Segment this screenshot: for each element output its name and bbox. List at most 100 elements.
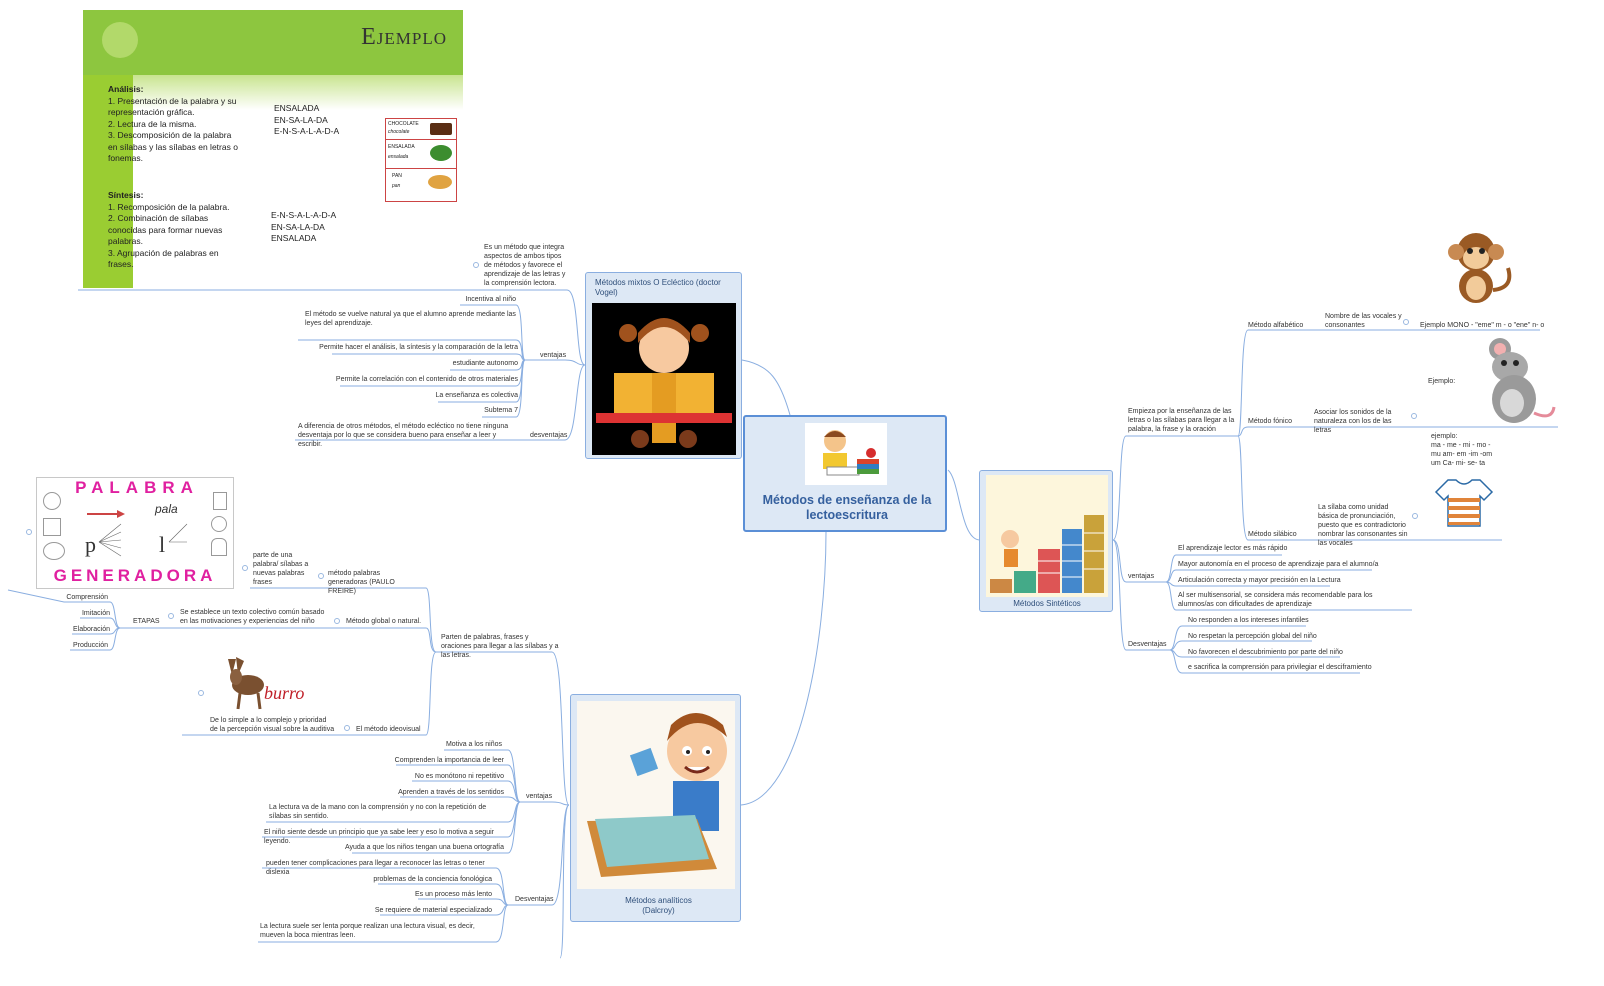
collapse-dot[interactable] — [198, 690, 204, 696]
global-label: Método global o natural. — [346, 618, 422, 625]
etapas-label: ETAPAS — [133, 618, 160, 625]
recomposition-line: EN-SA-LA-DA — [271, 221, 325, 232]
analiticos-ventaja: El niño siente desde un principio que ya… — [264, 829, 494, 845]
sinteticos-ventaja: El aprendizaje lector es más rápido — [1178, 545, 1288, 552]
mixtos-desventajas-text: A diferencia de otros métodos, el método… — [298, 423, 509, 448]
sinteticos-ventaja: Articulación correcta y mayor precisión … — [1178, 577, 1341, 584]
mixtos-title: Métodos mixtos O Ecléctico (doctor Vogel… — [595, 278, 721, 297]
example-title: Ejemplo — [361, 24, 447, 50]
chocolate-icon — [430, 123, 452, 135]
collapse-dot[interactable] — [168, 613, 174, 619]
bell-icon — [211, 538, 227, 556]
bread-icon — [428, 175, 452, 189]
svg-text:p: p — [85, 532, 96, 557]
silabico-example-line: ma - me - mi - mo - — [1431, 442, 1491, 449]
analiticos-ventaja: Motiva a los niños — [445, 741, 502, 748]
collapse-dot[interactable] — [344, 725, 350, 731]
analysis-heading: Análisis: — [108, 84, 144, 94]
mixtos-desventajas-label: desventajas — [530, 432, 568, 439]
ideovisual-detail: De lo simple a lo complejo y prioridad d… — [210, 717, 335, 733]
collapse-dot[interactable] — [318, 573, 324, 579]
collapse-dot[interactable] — [26, 529, 32, 535]
etapa-item: Elaboración — [73, 626, 110, 633]
sinteticos-desventaja: No responden a los intereses infantiles — [1188, 617, 1309, 624]
etapa-item: Comprensión — [66, 594, 108, 601]
sinteticos-desventaja: e sacrifica la comprensión para privileg… — [1188, 664, 1372, 671]
central-title: Métodos de enseñanza de la lectoescritur… — [762, 493, 932, 522]
mixtos-description: Es un método que integra aspectos de amb… — [484, 244, 566, 287]
card-word: ensalada — [388, 154, 409, 160]
analiticos-description: Parten de palabras, frases y oraciones p… — [441, 634, 559, 659]
example-header-band — [83, 10, 463, 75]
alfabetico-detail: Nombre de las vocales y consonantes — [1325, 313, 1402, 329]
collapse-dot[interactable] — [334, 618, 340, 624]
stacked-books-image — [986, 475, 1108, 597]
card-word: chocolate — [388, 129, 410, 135]
fonico-detail: Asociar los sonidos de la naturaleza con… — [1314, 409, 1392, 434]
synthesis-item: 3. Agrupación de palabras en frases. — [108, 247, 219, 270]
analiticos-ventajas-label: ventajas — [526, 793, 553, 800]
analiticos-desventaja: Se requiere de material especializado — [374, 907, 492, 914]
decomposition-line: ENSALADA — [274, 103, 320, 113]
collapse-dot[interactable] — [242, 565, 248, 571]
collapse-dot[interactable] — [1411, 413, 1417, 419]
analiticos-ventaja: La lectura va de la mano con la comprens… — [269, 804, 487, 820]
mixtos-ventaja: El método se vuelve natural ya que el al… — [305, 311, 516, 327]
synthesis-heading: Síntesis: — [108, 190, 144, 200]
analysis-block: Análisis: 1. Presentación de la palabra … — [108, 84, 238, 165]
scissors-icon — [43, 518, 61, 536]
etapa-item: Producción — [72, 642, 108, 649]
palette-icon — [43, 542, 65, 560]
silabico-example: ejemplo: ma - me - mi - mo - mu am- em -… — [1431, 432, 1506, 468]
analiticos-desventaja: Es un proceso más lento — [414, 891, 492, 898]
sinteticos-ventajas-label: ventajas — [1128, 573, 1155, 580]
synthesis-item: 1. Recomposición de la palabra. — [108, 201, 230, 212]
alfabetico-example: Ejemplo MONO - "eme" m - o "ene" n- o — [1420, 322, 1545, 329]
sinteticos-ventaja: Mayor autonomía en el proceso de aprendi… — [1178, 561, 1379, 568]
analysis-item: 3. Descomposición de la palabra en sílab… — [108, 130, 238, 163]
silabico-example-line: ejemplo: — [1431, 433, 1458, 440]
silabico-label: Método silábico — [1248, 531, 1297, 538]
apple-icon — [211, 516, 227, 532]
mixtos-ventaja: Permite hacer el análisis, la síntesis y… — [319, 344, 518, 351]
image-word-mid: pala — [155, 502, 178, 516]
student-reading-image — [805, 423, 887, 485]
collapse-dot[interactable] — [1403, 319, 1409, 325]
mouse-image — [1476, 335, 1558, 427]
donkey-image: burro — [218, 655, 322, 713]
collapse-dot[interactable] — [473, 262, 479, 268]
fonico-label: Método fónico — [1248, 418, 1292, 425]
mixtos-node[interactable]: Métodos mixtos O Ecléctico (doctor Vogel… — [585, 272, 742, 459]
word-cards-image: CHOCOLATE chocolate ENSALADA ensalada PA… — [385, 118, 457, 202]
sinteticos-node[interactable]: Métodos Sintéticos — [979, 470, 1113, 612]
collapse-dot[interactable] — [1412, 513, 1418, 519]
generadoras-detail: parte de una palabra/ sílabas a nuevas p… — [253, 552, 309, 586]
synthesis-item: 2. Combinación de sílabas conocidas para… — [108, 213, 223, 246]
ideovisual-label: El método ideovisual — [356, 726, 421, 733]
central-topic[interactable]: Métodos de enseñanza de la lectoescritur… — [743, 415, 947, 532]
silabico-example-line: mu am- em -im -om — [1431, 451, 1493, 458]
card-word: pan — [392, 183, 401, 189]
decomposition-line: EN-SA-LA-DA — [274, 114, 328, 125]
mixtos-ventaja: estudiante autonomo — [452, 360, 518, 367]
analysis-item: 1. Presentación de la palabra y su repre… — [108, 95, 237, 118]
sinteticos-ventaja: Al ser multisensorial, se considera más … — [1178, 592, 1373, 608]
hand-icon — [43, 492, 61, 510]
mixtos-ventajas-label: ventajas — [540, 352, 567, 359]
analiticos-desventajas-label: Desventajas — [515, 896, 554, 903]
image-word-bottom: GENERADORA — [53, 566, 217, 585]
decomposition-line: E-N-S-A-L-A-D-A — [274, 126, 340, 136]
card-word: PAN — [392, 173, 402, 179]
sinteticos-description: Empieza por la enseñanza de las letras o… — [1128, 408, 1235, 433]
donkey-word: burro — [264, 683, 305, 703]
example-header-fade — [133, 75, 463, 110]
sinteticos-desventaja: No favorecen el descubrimiento por parte… — [1188, 649, 1343, 656]
analiticos-node[interactable]: Métodos analíticos (Dalcroy) — [570, 694, 741, 922]
analiticos-ventaja: Ayuda a que los niños tengan una buena o… — [344, 844, 504, 851]
tshirt-image — [1434, 478, 1494, 528]
etapa-item: Imitación — [81, 610, 110, 617]
bottle-icon — [213, 492, 227, 510]
mixtos-ventaja: Incentiva al niño — [465, 296, 516, 303]
alfabetico-label: Método alfabético — [1248, 322, 1304, 329]
syllable-diagram: p l — [85, 510, 188, 557]
